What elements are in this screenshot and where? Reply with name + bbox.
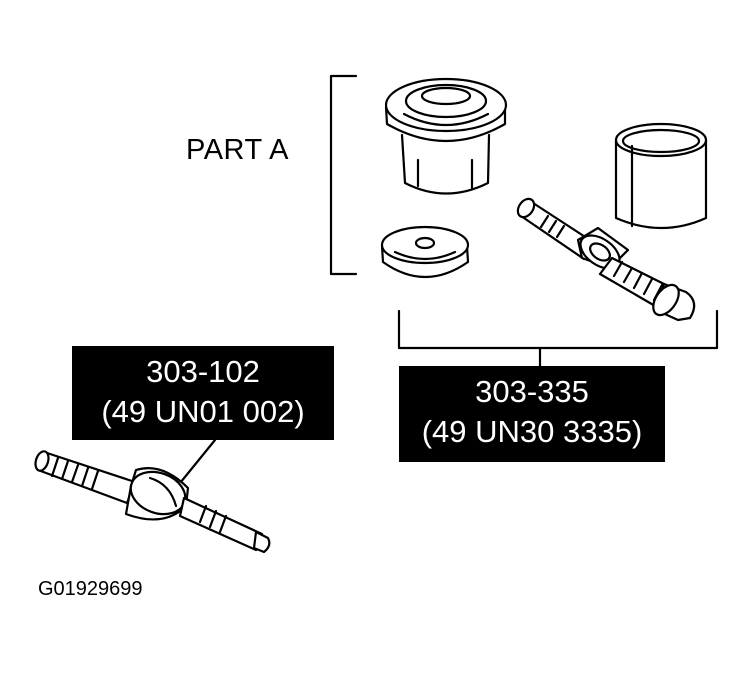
tool-right-code: (49 UN30 3335) (421, 414, 643, 449)
tool-right-tag: 303-335 (49 UN30 3335) (399, 366, 665, 462)
tool-left-number: 303-102 (146, 354, 260, 389)
tool-left-code: (49 UN01 002) (101, 394, 305, 429)
forcing-screw-icon (516, 197, 696, 322)
tool-left-tag: 303-102 (49 UN01 002) (72, 346, 334, 440)
figure-id: G01929699 (38, 578, 143, 600)
cup-adapter-icon (384, 77, 508, 195)
tool-right-bracket (397, 309, 719, 350)
threaded-rod-icon (34, 450, 271, 554)
tool-right-number: 303-335 (475, 374, 589, 409)
part-a-bracket (329, 74, 358, 276)
flat-washer-icon (380, 225, 470, 279)
tool-left-leader (174, 438, 217, 490)
sleeve-cylinder-icon (614, 122, 708, 230)
part-a-label: PART A (186, 134, 289, 166)
